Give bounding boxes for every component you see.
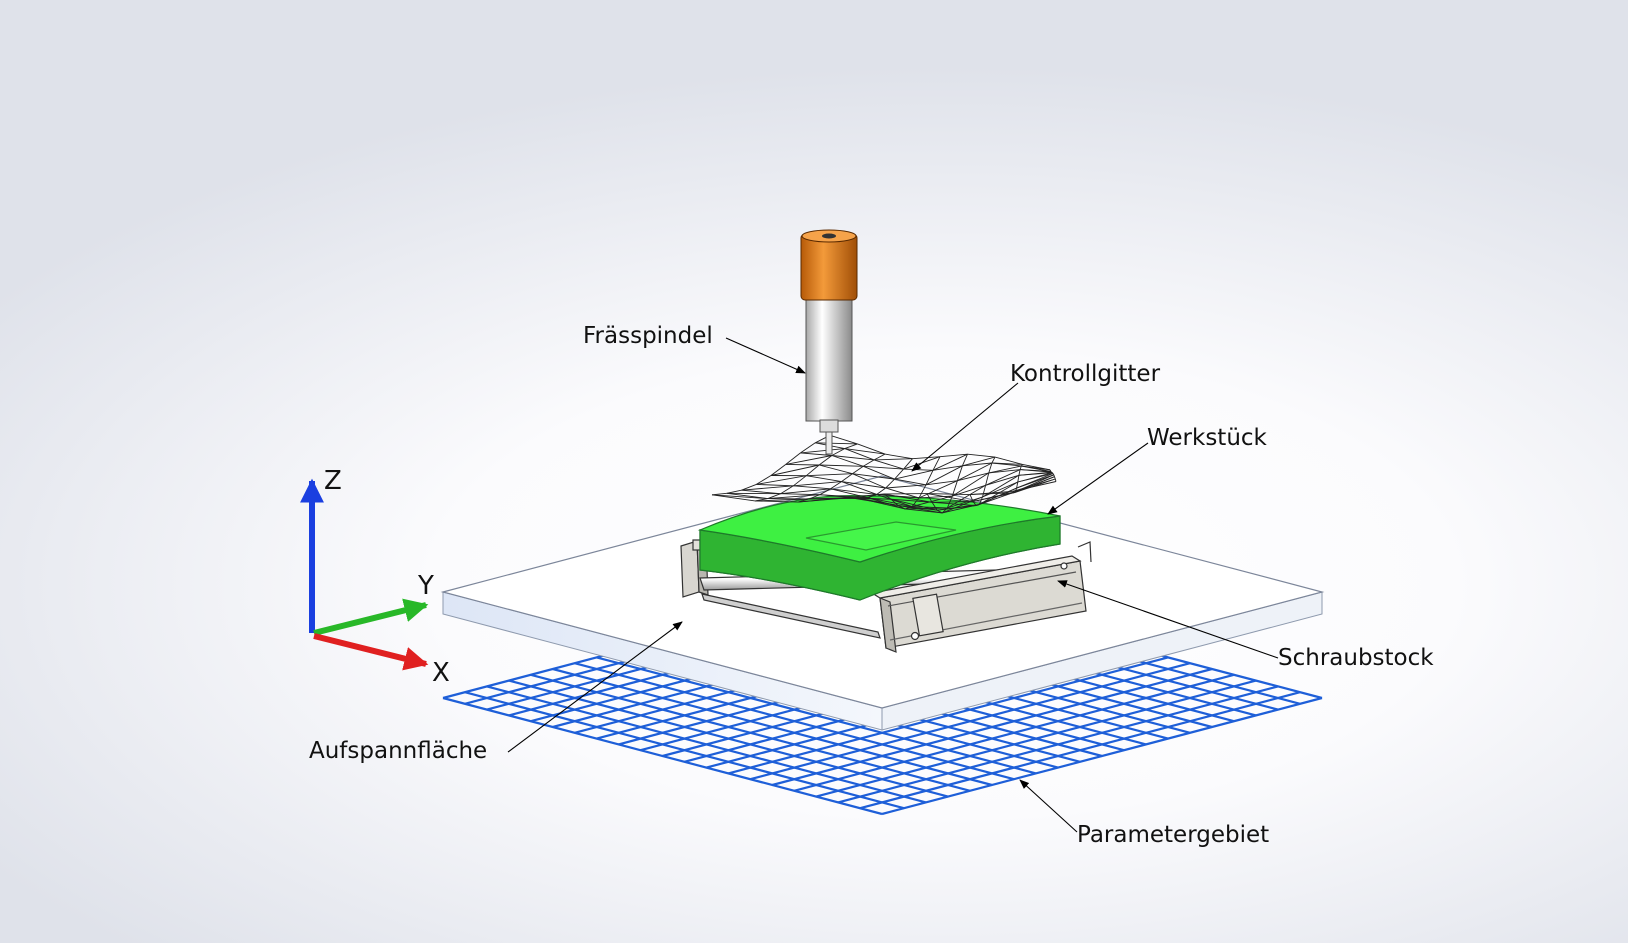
leader-lines [507, 337, 1279, 833]
vise [680, 539, 1092, 653]
label-vise: Schraubstock [1278, 645, 1434, 671]
milling-spindle [800, 229, 858, 455]
workpiece [697, 495, 1061, 601]
control-grid [711, 434, 1057, 514]
label-clamping-surface: Aufspannfläche [309, 738, 487, 764]
label-control-grid: Kontrollgitter [1010, 361, 1161, 387]
axis-y-arrow [313, 598, 429, 636]
coordinate-axes: Z Y X [300, 466, 450, 688]
label-spindle: Frässpindel [583, 323, 713, 349]
axis-y-label: Y [417, 571, 434, 601]
label-parameter-domain: Parametergebiet [1077, 822, 1269, 848]
label-workpiece: Werkstück [1147, 425, 1268, 451]
axis-x-label: X [432, 658, 450, 688]
axis-z-label: Z [324, 466, 342, 496]
axis-x-arrow [313, 633, 429, 671]
annotations: Frässpindel Kontrollgitter Werkstück Sch… [309, 323, 1434, 848]
